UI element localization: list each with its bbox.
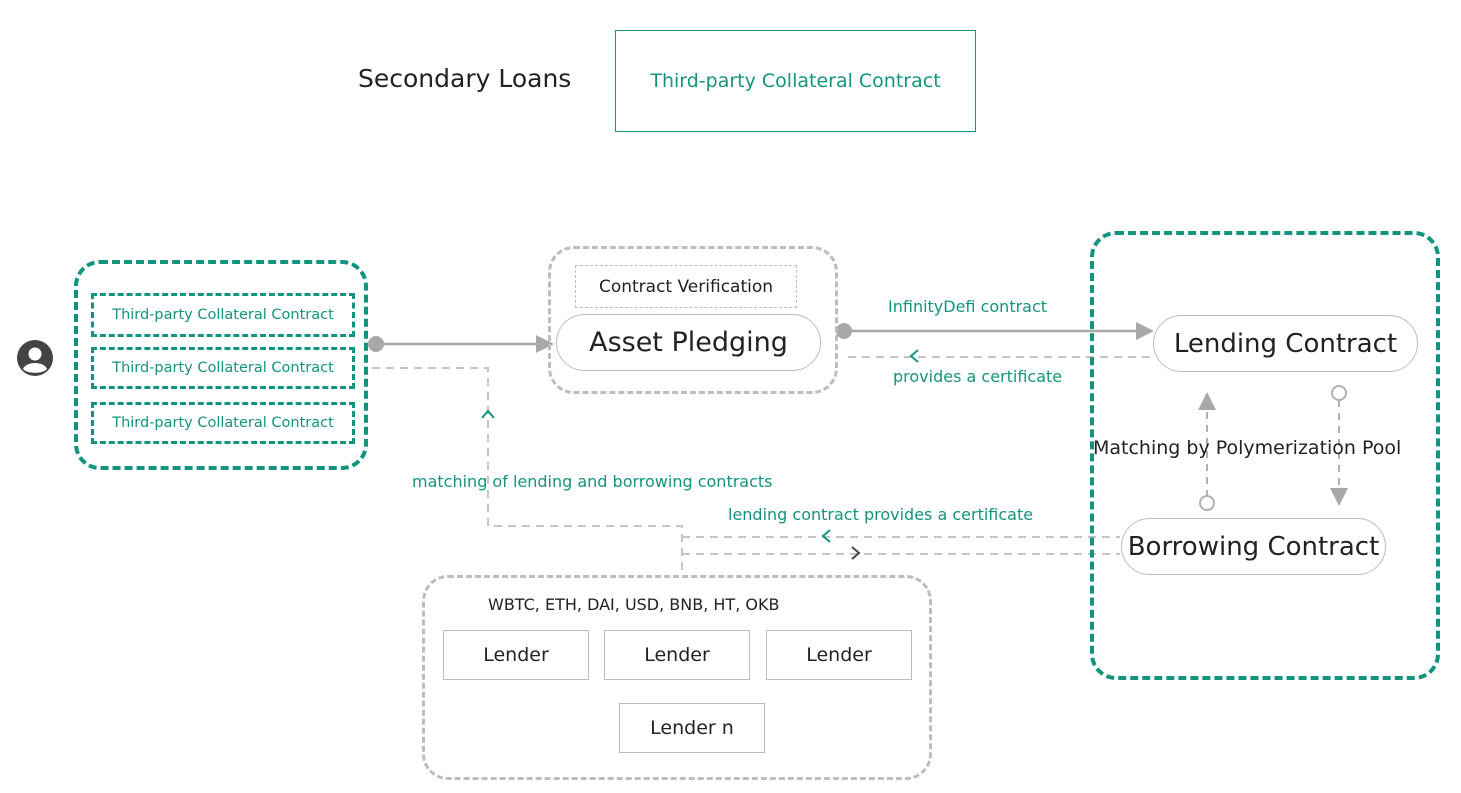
edge-pledging-to-lending (836, 322, 1154, 340)
edge-lender-to-borrowing (682, 546, 1120, 560)
pledging-group (548, 246, 838, 394)
lending-contract-node[interactable]: Lending Contract (1153, 315, 1418, 372)
collateral-contract-item[interactable]: Third-party Collateral Contract (91, 347, 355, 389)
page-title: Secondary Loans (358, 64, 572, 93)
lender-box[interactable]: Lender (766, 630, 912, 680)
edge-collateral-to-pledging (368, 335, 554, 353)
contract-matching-group (1090, 231, 1440, 680)
edge-borrowing-to-lending (1198, 392, 1216, 511)
matching-contracts-label: matching of lending and borrowing contra… (412, 472, 773, 491)
lender-group (422, 575, 932, 780)
infinity-contract-label: InfinityDefi contract (888, 297, 1048, 316)
lender-n-box[interactable]: Lender n (619, 703, 765, 753)
contract-verification-box[interactable]: Contract Verification (575, 265, 797, 308)
lending-certificate-label: lending contract provides a certificate (728, 505, 1034, 524)
edge-lending-to-borrowing (1330, 385, 1348, 506)
collateral-contract-item[interactable]: Third-party Collateral Contract (91, 402, 355, 444)
lender-box[interactable]: Lender (604, 630, 750, 680)
user-circle-icon[interactable] (16, 339, 54, 377)
collateral-contracts-group (74, 260, 368, 470)
supported-assets-label: WBTC, ETH, DAI, USD, BNB, HT, OKB (488, 595, 780, 614)
edge-certificate-return (848, 349, 1152, 363)
matching-pool-label: Matching by Polymerization Pool (1093, 437, 1402, 459)
lender-box[interactable]: Lender (443, 630, 589, 680)
borrowing-contract-node[interactable]: Borrowing Contract (1121, 518, 1386, 575)
legend-collateral-contract: Third-party Collateral Contract (615, 30, 976, 132)
asset-pledging-node[interactable]: Asset Pledging (556, 314, 821, 371)
collateral-contract-item[interactable]: Third-party Collateral Contract (91, 293, 355, 337)
edge-matching-path (372, 367, 683, 575)
edge-lending-certificate (682, 529, 1120, 543)
certificate-label: provides a certificate (893, 367, 1063, 386)
